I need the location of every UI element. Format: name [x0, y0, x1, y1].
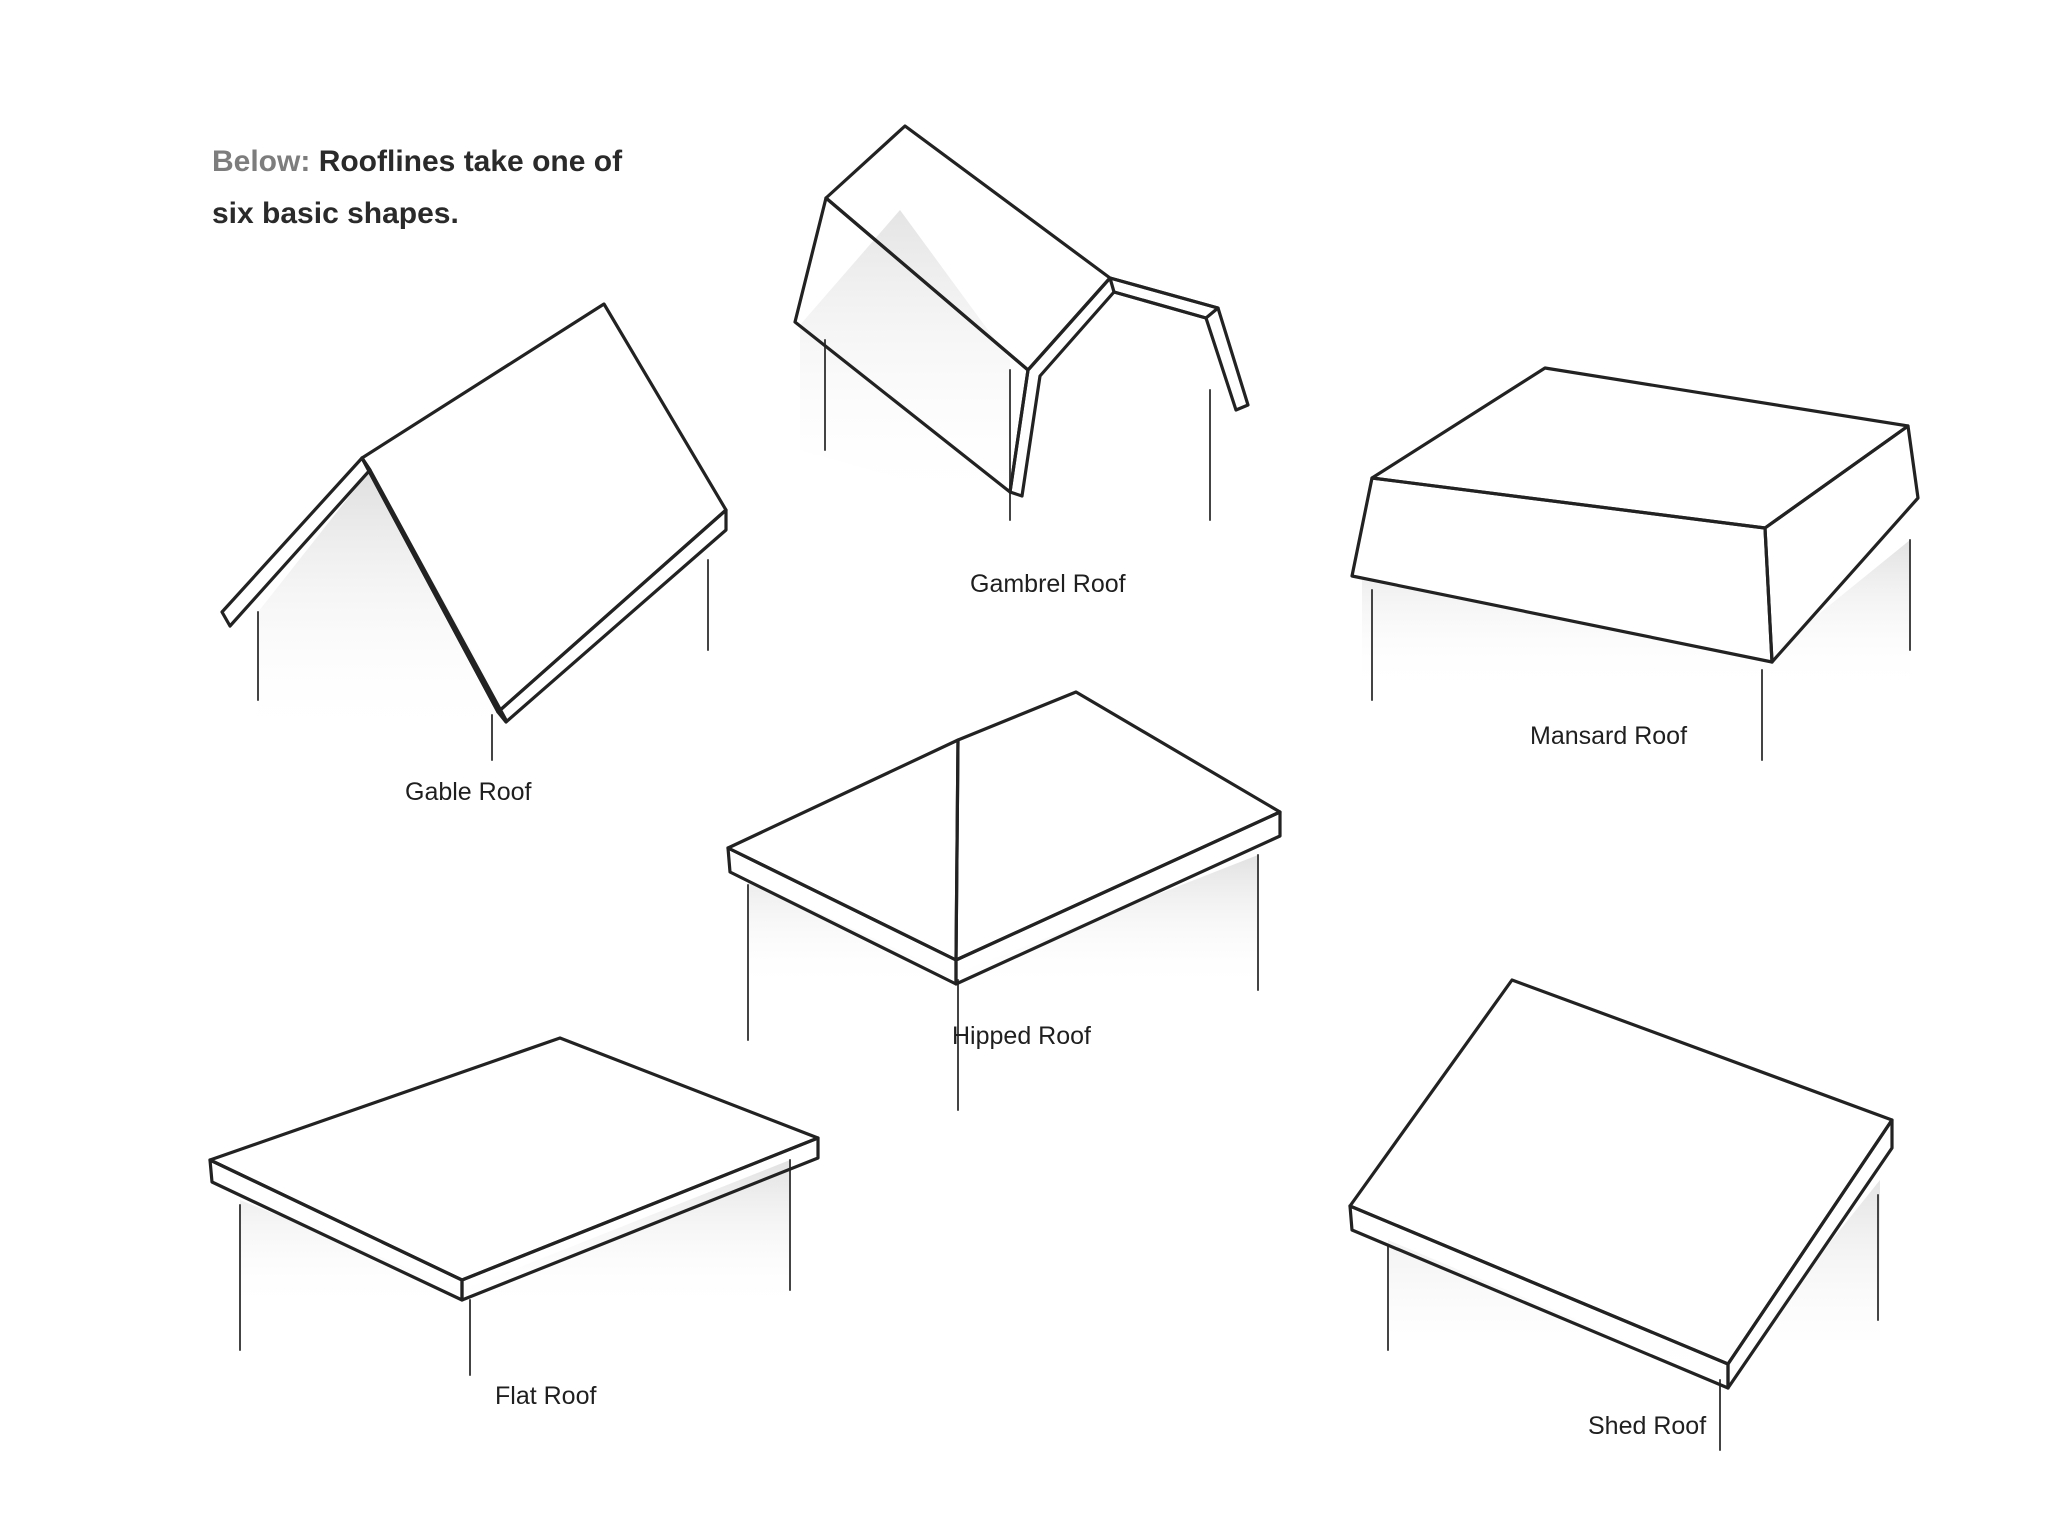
mansard-roof-label: Mansard Roof	[1530, 722, 1687, 750]
shed-roof	[1348, 978, 1894, 1451]
gable-roof	[220, 302, 728, 761]
flat-roof	[208, 1036, 820, 1376]
shed-roof-label: Shed Roof	[1588, 1412, 1706, 1440]
hipped-roof	[726, 690, 1282, 1111]
caption-lead: Below:	[212, 145, 311, 178]
caption: Below: Rooflines take one of six basic s…	[212, 136, 652, 240]
flat-roof-label: Flat Roof	[495, 1382, 596, 1410]
gambrel-roof-label: Gambrel Roof	[970, 570, 1126, 598]
gable-roof-label: Gable Roof	[405, 778, 532, 806]
hipped-roof-label: Hipped Roof	[952, 1022, 1091, 1050]
caption-text: Rooflines take one of six basic shapes.	[212, 145, 623, 230]
mansard-roof	[1350, 366, 1920, 761]
gambrel-roof	[793, 124, 1250, 521]
